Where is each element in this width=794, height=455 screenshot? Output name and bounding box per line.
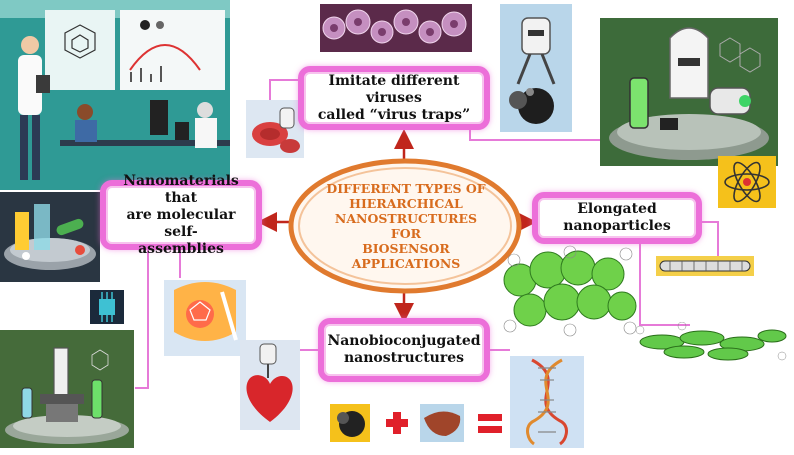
plus-icon <box>386 412 408 434</box>
microscope-icon <box>0 330 134 448</box>
lab-dish-icon <box>0 192 100 282</box>
box-nanobioconjugated: Nanobioconjugated nanostructures <box>318 318 490 382</box>
center-ellipse-inner <box>298 167 512 285</box>
box-left-line3: assemblies <box>138 240 224 257</box>
scientist-lab-icon <box>0 0 230 190</box>
atom-icon <box>718 156 776 208</box>
box-left-line1: Nanomaterials that <box>123 172 239 206</box>
virus-cells-icon <box>320 4 472 52</box>
nanoparticle-icon <box>330 404 370 442</box>
box-self-assemblies: Nanomaterials that are molecular self- a… <box>100 173 262 257</box>
liver-icon <box>420 404 464 442</box>
box-top-line2: called “virus traps” <box>317 106 471 123</box>
box-top-line1: Imitate different viruses <box>328 72 460 106</box>
box-left-line2: are molecular self- <box>126 206 236 240</box>
equation-row <box>330 404 502 442</box>
connector-right-down <box>639 230 690 326</box>
center-line3: NANOSTRUCTURES FOR <box>334 211 478 241</box>
center-line4: BIOSENSOR <box>362 241 450 256</box>
connector-left-microscope <box>135 232 149 389</box>
nanobot-capsule-icon <box>600 18 778 166</box>
robot-probe-icon <box>500 4 572 132</box>
chip-icon <box>90 290 124 324</box>
nanotube-icon <box>656 256 754 276</box>
center-line2: HIERARCHICAL <box>349 196 463 211</box>
center-ellipse <box>288 158 522 294</box>
box-right-line2: nanoparticles <box>563 218 671 234</box>
dna-icon <box>510 356 584 448</box>
center-line5: APPLICATIONS <box>351 256 461 271</box>
box-right-line1: Elongated <box>577 201 657 217</box>
center-line1: DIFFERENT TYPES OF <box>326 181 486 196</box>
connector-right-tube <box>700 221 719 262</box>
red-cell-nanobot-icon <box>246 100 304 158</box>
box-bottom-line2: nanostructures <box>344 350 465 366</box>
cell-capsule-icon <box>164 280 246 356</box>
green-rods-icon <box>635 322 787 361</box>
box-virus-traps: Imitate different viruses called “virus … <box>298 66 490 130</box>
box-elongated: Elongated nanoparticles <box>532 192 702 244</box>
equals-icon <box>478 414 502 433</box>
center-title: DIFFERENT TYPES OF HIERARCHICAL NANOSTRU… <box>318 178 494 274</box>
box-bottom-line1: Nanobioconjugated <box>327 333 481 349</box>
heart-nanobot-icon <box>240 340 300 430</box>
connector-top-right <box>469 128 600 141</box>
green-nanoparticles-icon <box>503 245 637 337</box>
